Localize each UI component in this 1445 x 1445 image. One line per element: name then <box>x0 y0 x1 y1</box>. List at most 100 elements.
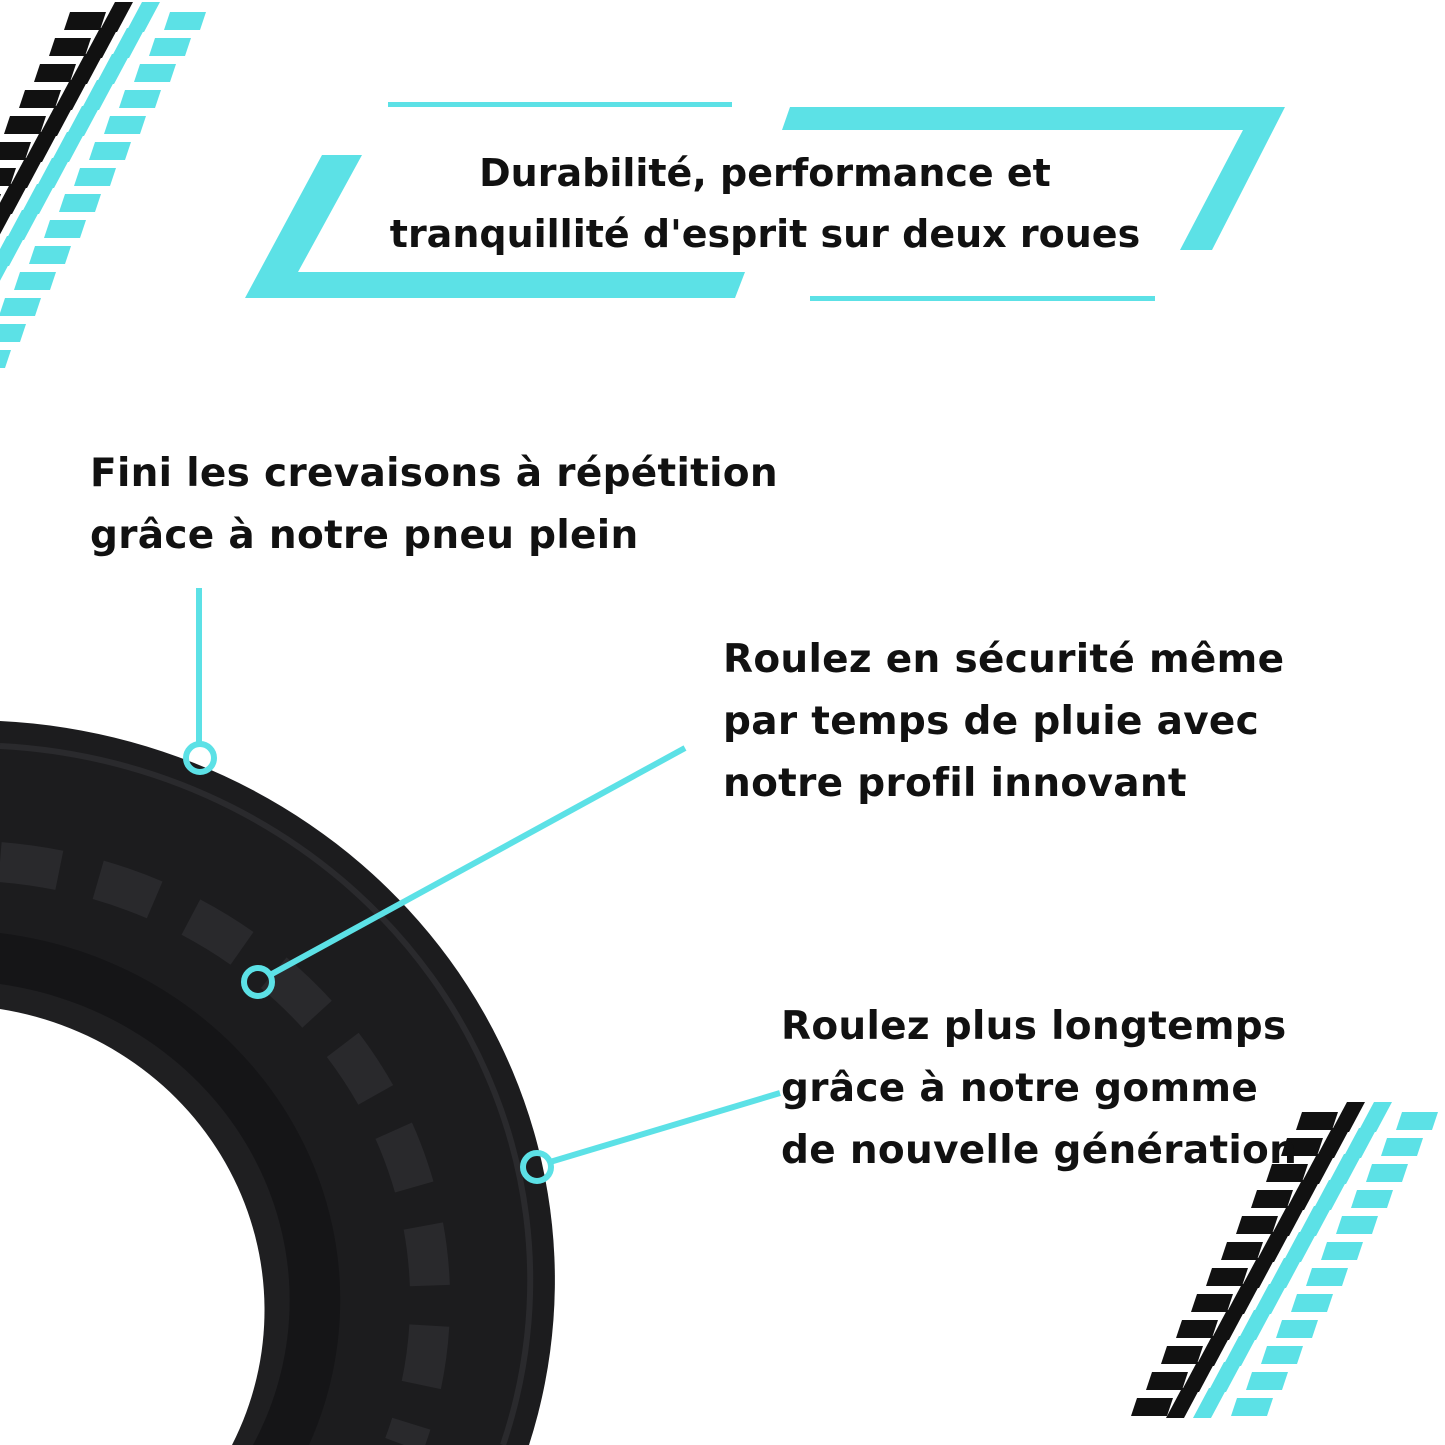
connector-dot-1 <box>183 741 217 775</box>
tread-block <box>149 38 191 56</box>
tread-block <box>1283 1232 1317 1262</box>
tread-block <box>1286 1180 1320 1210</box>
tread-block <box>29 246 71 264</box>
tread-block <box>1196 1336 1230 1366</box>
tread-block <box>54 80 88 110</box>
feature-puncture: Fini les crevaisons à répétition grâce à… <box>90 443 778 567</box>
tread-block <box>89 142 131 160</box>
tread-block <box>36 158 70 188</box>
feature-puncture-line: grâce à notre pneu plein <box>90 513 639 558</box>
tread-block <box>69 54 103 84</box>
tread-block <box>1246 1372 1288 1390</box>
tread-block <box>64 12 106 30</box>
tread-block <box>1313 1180 1347 1210</box>
tread-block <box>0 298 41 316</box>
tread-block <box>1261 1346 1303 1364</box>
tread-block <box>1166 1388 1200 1418</box>
tread-block <box>1238 1310 1272 1340</box>
tread-block <box>164 12 206 30</box>
tread-block <box>1161 1346 1203 1364</box>
feature-durability-line: de nouvelle génération <box>781 1128 1298 1173</box>
tire-image <box>0 721 555 1445</box>
tread-block <box>1351 1190 1393 1208</box>
tread-block <box>1226 1284 1260 1314</box>
tread-block <box>1221 1242 1263 1260</box>
tread-block <box>1366 1164 1408 1182</box>
tread-block <box>104 116 146 134</box>
connector-dot-3 <box>520 1150 554 1184</box>
tread-block <box>1191 1294 1233 1312</box>
tread-block <box>1208 1362 1242 1392</box>
tread-block <box>1331 1102 1365 1132</box>
tread-block <box>0 168 16 186</box>
connector-dot-2 <box>241 965 275 999</box>
title-line-2: tranquillité d'esprit sur deux roues <box>389 212 1141 256</box>
tread-block <box>39 106 73 136</box>
connector-line-3 <box>549 1090 781 1165</box>
tread-block <box>1301 1154 1335 1184</box>
tread-block <box>0 262 10 281</box>
tread-block <box>1193 1388 1227 1418</box>
feature-rain-line: par temps de pluie avec <box>723 699 1260 744</box>
tread-block <box>1131 1398 1173 1416</box>
tread-block <box>119 90 161 108</box>
tread-block <box>1236 1216 1278 1234</box>
feature-durability: Roulez plus longtemps grâce à notre gomm… <box>781 996 1297 1182</box>
tread-block <box>1291 1294 1333 1312</box>
tread-block <box>1298 1206 1332 1236</box>
tread-block <box>4 116 46 134</box>
tread-block <box>1306 1268 1348 1286</box>
tread-block <box>1256 1232 1290 1262</box>
tread-block <box>1241 1258 1275 1288</box>
tread-block <box>0 194 1 197</box>
tread-block <box>1271 1206 1305 1236</box>
tread-block <box>126 2 160 32</box>
tread-block <box>1343 1128 1377 1158</box>
tread-block <box>74 168 116 186</box>
tread-block <box>0 324 26 342</box>
feature-durability-line: Roulez plus longtemps <box>781 1004 1287 1049</box>
tread-block <box>1336 1216 1378 1234</box>
tread-block <box>14 272 56 290</box>
feature-durability-line: grâce à notre gomme <box>781 1066 1259 1111</box>
tread-block <box>1358 1102 1392 1132</box>
tread-block <box>0 236 25 266</box>
tread-block <box>1176 1320 1218 1338</box>
tread-block <box>1206 1268 1248 1286</box>
tread-block <box>1268 1258 1302 1288</box>
title-frame <box>245 102 1285 301</box>
tread-block <box>1231 1398 1273 1416</box>
tread-block <box>99 2 133 32</box>
tread-block <box>1146 1372 1188 1390</box>
tread-block <box>59 194 101 212</box>
tread-block <box>9 158 43 188</box>
tread-block <box>1281 1138 1323 1156</box>
tread-block <box>1276 1320 1318 1338</box>
tread-block <box>1381 1138 1423 1156</box>
tread-block <box>1316 1128 1350 1158</box>
tread-block <box>1321 1242 1363 1260</box>
tread-block <box>19 90 61 108</box>
feature-rain-line: notre profil innovant <box>723 761 1187 806</box>
tread-block <box>1253 1284 1287 1314</box>
tire-track-top-left <box>0 2 206 368</box>
tread-block <box>1296 1112 1338 1130</box>
tread-block <box>1251 1190 1293 1208</box>
tread-block <box>96 54 130 84</box>
title-line-1: Durabilité, performance et <box>479 151 1051 195</box>
tread-block <box>44 220 86 238</box>
tread-block <box>134 64 176 82</box>
tread-block <box>0 142 31 160</box>
connector-line-2 <box>268 745 687 978</box>
tread-block <box>1266 1164 1308 1182</box>
tread-block <box>1328 1154 1362 1184</box>
tread-block <box>111 28 145 58</box>
tread-block <box>1211 1310 1245 1340</box>
callout-connectors <box>183 588 781 1184</box>
feature-puncture-line: Fini les crevaisons à répétition <box>90 451 778 496</box>
tread-block <box>81 80 115 110</box>
tread-block <box>84 28 118 58</box>
tread-block <box>1181 1362 1215 1392</box>
tread-block <box>34 64 76 82</box>
